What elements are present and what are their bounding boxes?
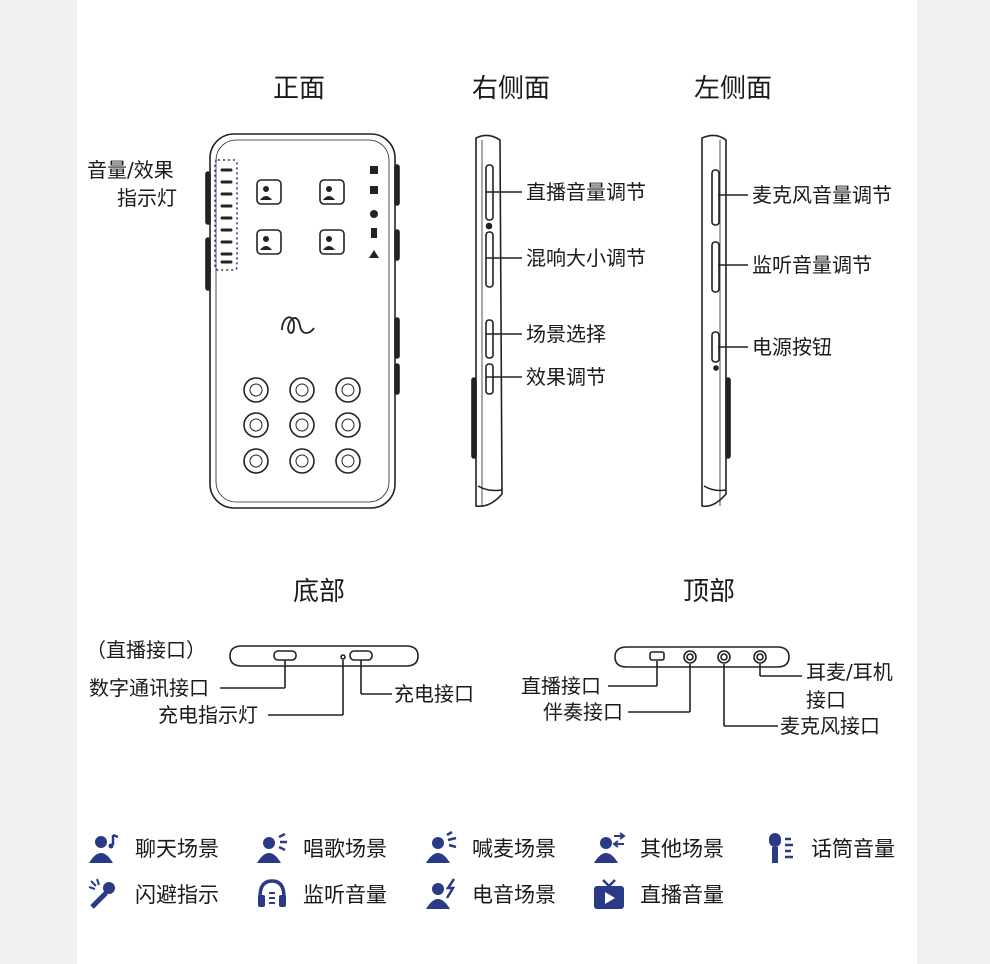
headset-port-label-line2: 接口 xyxy=(806,688,846,712)
legend-shout-label: 喊麦场景 xyxy=(472,837,556,861)
top-heading: 顶部 xyxy=(683,577,736,607)
bottom-device xyxy=(220,645,419,716)
power-button-label: 电源按钮 xyxy=(752,335,832,359)
legend-other-label: 其他场景 xyxy=(640,837,724,861)
effect-adjust-label: 效果调节 xyxy=(526,365,606,389)
legend-live-label: 直播音量 xyxy=(640,883,724,907)
dodge-icon xyxy=(88,878,115,909)
mic-port-label: 麦克风接口 xyxy=(780,714,880,738)
charge-indicator-label: 充电指示灯 xyxy=(158,703,258,727)
accompany-port-label: 伴奏接口 xyxy=(543,700,623,724)
front-device xyxy=(205,133,400,509)
right-side-heading: 右侧面 xyxy=(472,74,551,104)
charge-port-label: 充电接口 xyxy=(394,682,474,706)
chat-scene-icon xyxy=(89,833,119,863)
live-icon xyxy=(594,879,624,909)
legend-mic-volume: 话筒音量 xyxy=(763,830,895,866)
indicator-label-line1: 音量/效果 xyxy=(87,158,174,182)
legend-sing-label: 唱歌场景 xyxy=(303,837,387,861)
legend-dodge: 闪避指示 xyxy=(87,876,219,912)
mic-volume-label: 麦克风音量调节 xyxy=(752,183,892,207)
left-side-heading: 左侧面 xyxy=(694,74,773,104)
mic-volume-icon xyxy=(769,833,793,863)
live-volume-label: 直播音量调节 xyxy=(526,180,646,204)
headset-port-label-line1: 耳麦/耳机 xyxy=(806,660,893,684)
monitor-volume-label: 监听音量调节 xyxy=(752,253,872,277)
sing-scene-icon xyxy=(257,832,287,863)
legend-live: 直播音量 xyxy=(592,876,724,912)
callout-lines xyxy=(486,191,748,378)
right-side-device xyxy=(471,134,503,508)
legend-sing: 唱歌场景 xyxy=(255,830,387,866)
scene-select-label: 场景选择 xyxy=(526,322,606,346)
indicator-label-line2: 指示灯 xyxy=(117,186,177,210)
reverb-label: 混响大小调节 xyxy=(526,246,646,270)
legend-headphone: 监听音量 xyxy=(255,876,387,912)
top-live-port-label: 直播接口 xyxy=(521,674,601,698)
legend-chat-label: 聊天场景 xyxy=(135,837,219,861)
legend-shout: 喊麦场景 xyxy=(424,830,556,866)
legend-mic-volume-label: 话筒音量 xyxy=(811,837,895,861)
headphone-icon xyxy=(258,879,286,907)
shout-scene-icon xyxy=(426,831,457,863)
live-port-note: （直播接口） xyxy=(86,638,206,662)
other-scene-icon xyxy=(594,832,626,863)
legend-electro: 电音场景 xyxy=(424,876,556,912)
front-heading: 正面 xyxy=(273,74,326,104)
electro-scene-icon xyxy=(426,878,456,909)
legend-electro-label: 电音场景 xyxy=(472,883,556,907)
legend-chat: 聊天场景 xyxy=(87,830,219,866)
legend-other: 其他场景 xyxy=(592,830,724,866)
left-side-device xyxy=(701,134,731,508)
legend-headphone-label: 监听音量 xyxy=(303,883,387,907)
digital-port-label: 数字通讯接口 xyxy=(89,676,209,700)
legend-dodge-label: 闪避指示 xyxy=(135,883,219,907)
top-device xyxy=(608,646,802,727)
bottom-heading: 底部 xyxy=(293,577,346,607)
